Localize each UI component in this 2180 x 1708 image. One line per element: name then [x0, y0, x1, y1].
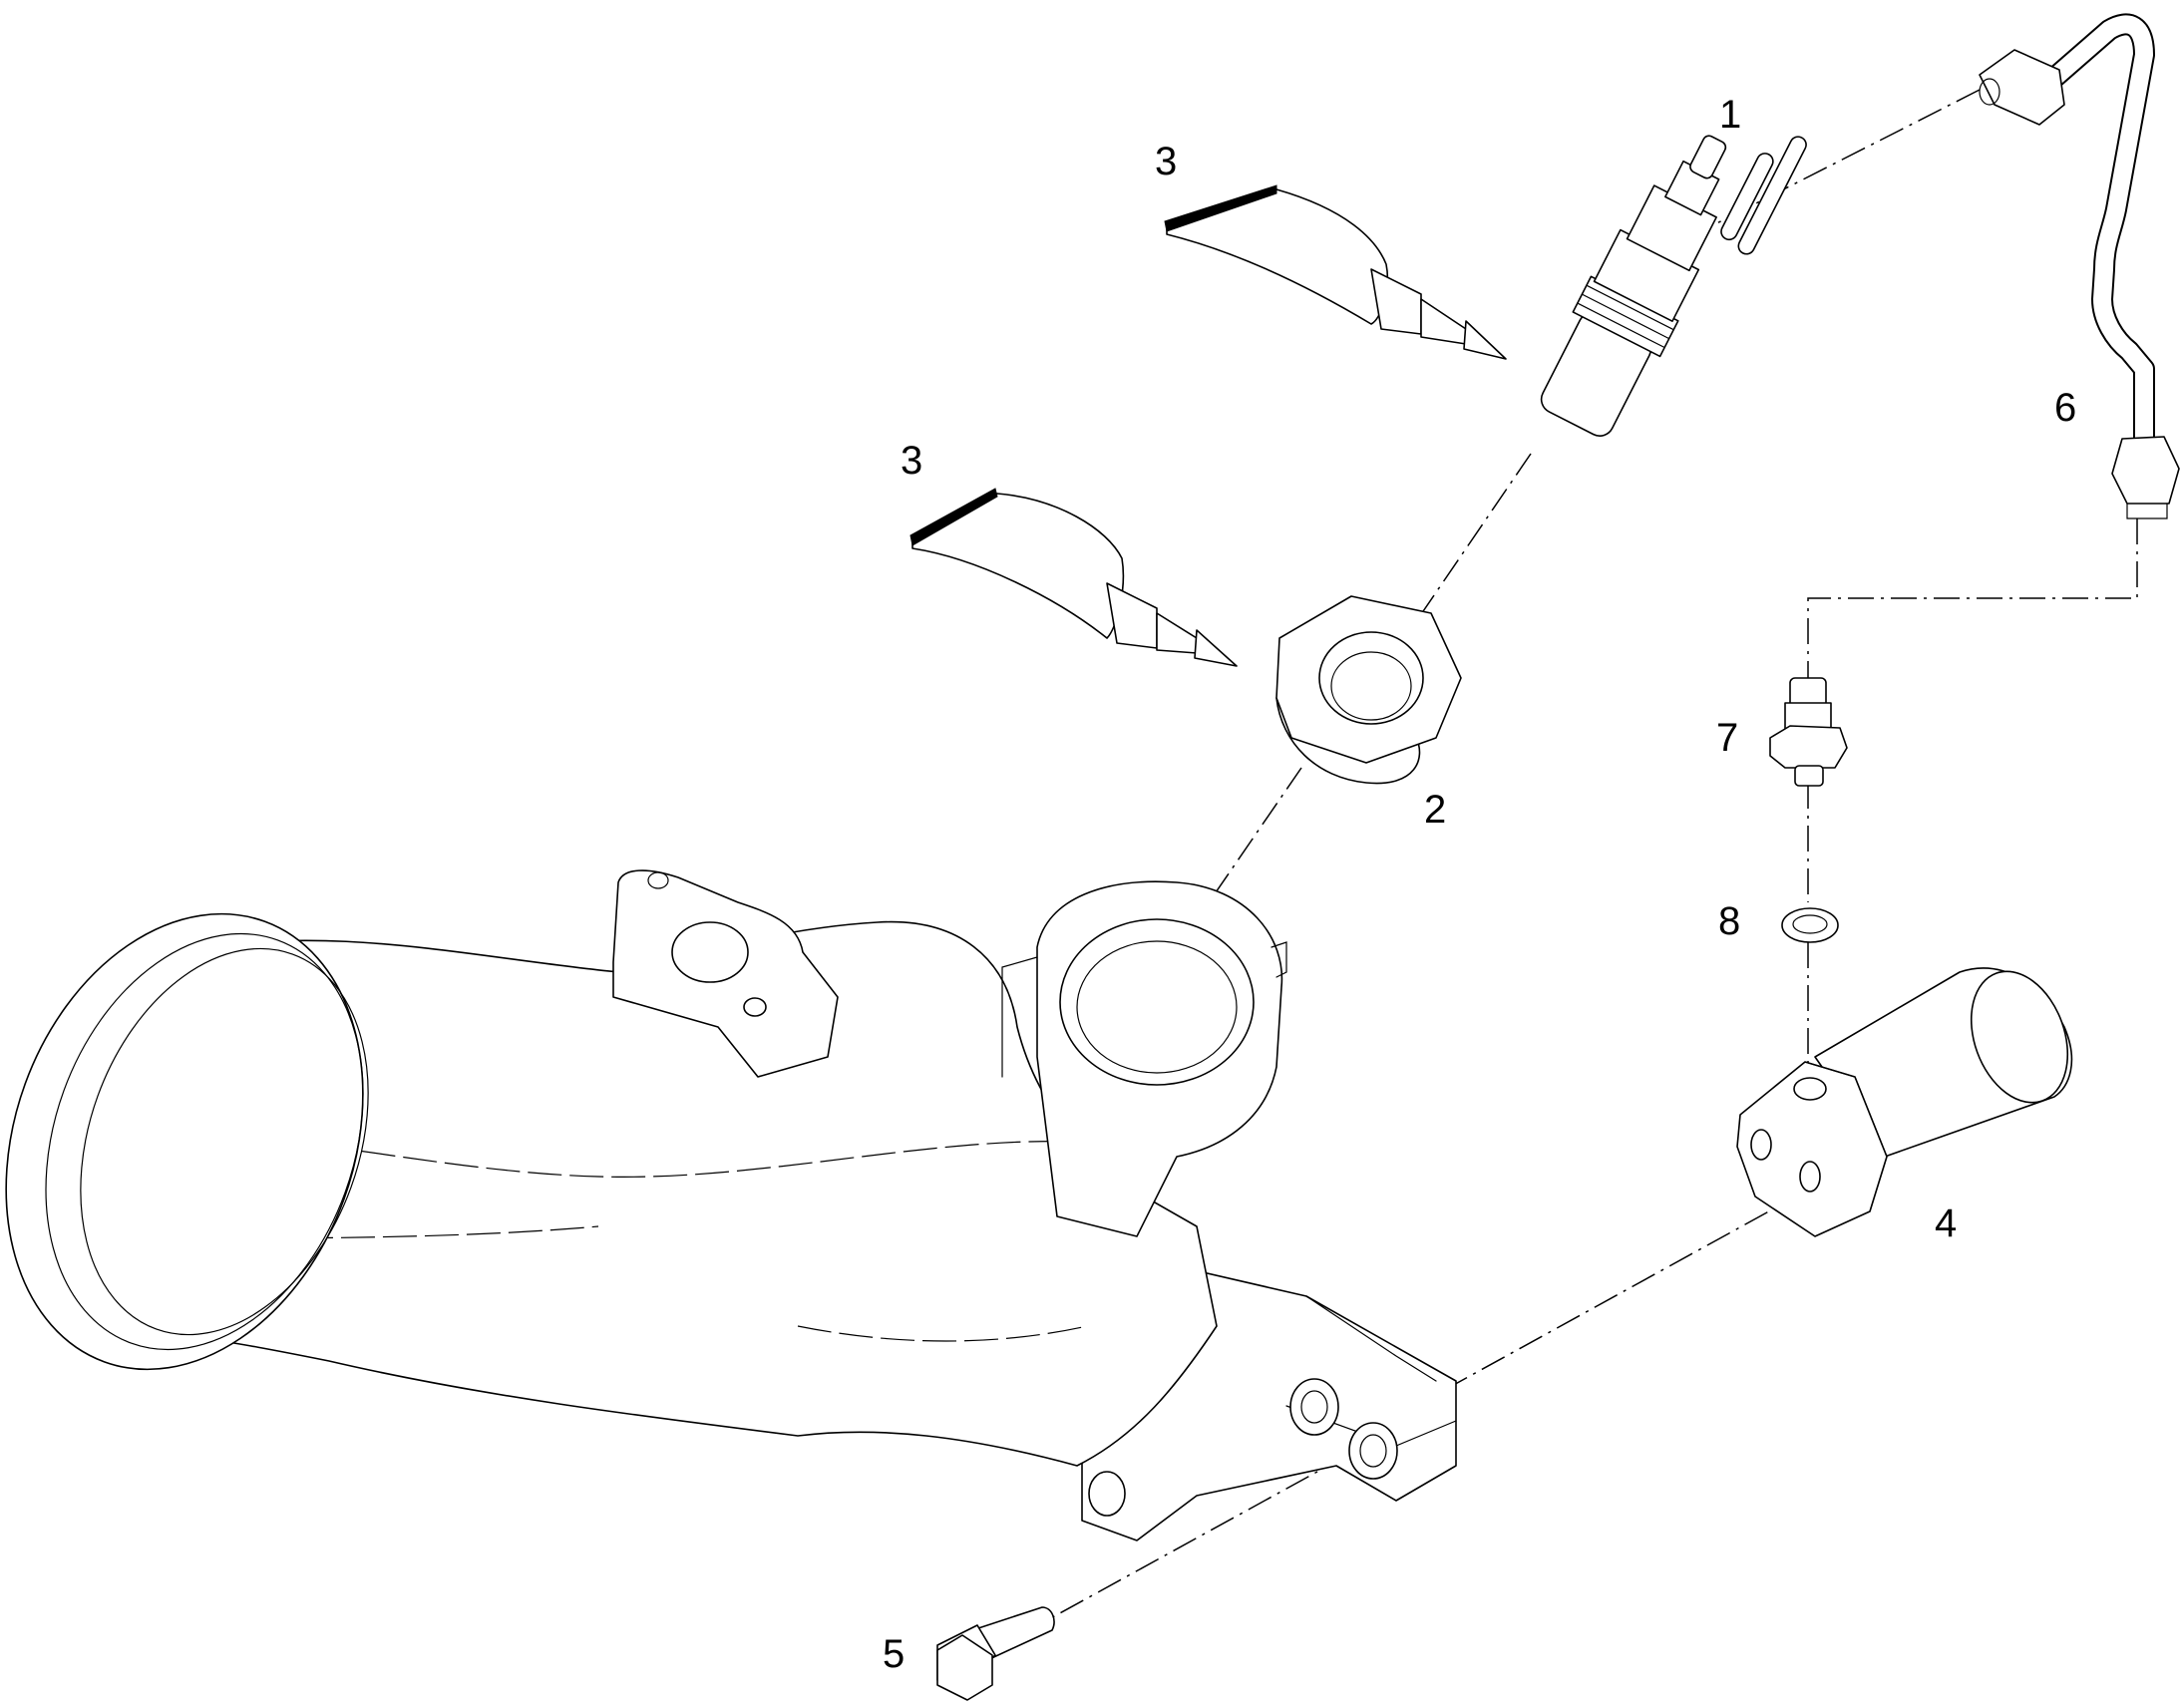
- bracket-bolt-hole: [1088, 1471, 1126, 1517]
- callout-8: 8: [1718, 899, 1740, 943]
- tube-nozzle: [1420, 298, 1467, 345]
- part-7-fitting: [1769, 677, 1848, 787]
- block-end-face: [1970, 970, 2069, 1104]
- bracket-bolt-hole: [1348, 1422, 1398, 1480]
- sensor-pin: [1720, 153, 1774, 241]
- tube-shoulder: [1106, 582, 1158, 649]
- tube-nozzle-tip: [1463, 320, 1507, 360]
- leader-line-tube-to-fitting: [1807, 518, 2138, 688]
- tube-nut-upper: [1979, 49, 2065, 126]
- leader-line-adapter-to-housing: [1136, 767, 1302, 1008]
- housing-sensor-bore: [1059, 918, 1255, 1086]
- tube-crimp-end: [909, 488, 998, 546]
- leader-line-bracket-to-bolt: [1046, 1455, 1347, 1621]
- callout-2: 2: [1424, 788, 1446, 832]
- part-4-sensor-block: [1736, 967, 2073, 1237]
- callout-3a: 3: [1155, 140, 1177, 183]
- block-side-port: [1750, 1129, 1772, 1161]
- part-2-adapter-nut: [1275, 595, 1462, 785]
- callout-labels: 1 2 3 3 4 5 6 7 8: [883, 93, 2076, 1676]
- washer-inner: [1792, 914, 1828, 934]
- callout-5: 5: [883, 1632, 905, 1676]
- callout-3b: 3: [901, 439, 922, 483]
- mounting-pad-hole: [743, 997, 767, 1017]
- part-6-formed-tube: [1979, 13, 2180, 519]
- tube-nozzle-tip: [1194, 629, 1238, 667]
- intake-housing: [5, 869, 1457, 1541]
- bracket-bolt-hole: [1289, 1378, 1339, 1436]
- adapter-bore: [1318, 631, 1424, 725]
- part-3-sealant-tube-lower: [909, 488, 1238, 667]
- fitting-bottom-stub: [1794, 765, 1824, 787]
- washer-outer: [1781, 907, 1839, 943]
- tube-shoulder: [1370, 268, 1422, 335]
- part-1-sensor: [1540, 135, 1807, 437]
- tube-crimp-end: [1164, 184, 1277, 232]
- bolt-shank: [971, 1606, 1055, 1661]
- callout-1: 1: [1719, 93, 1741, 137]
- bolt-hex-head: [936, 1634, 993, 1701]
- block-side-port: [1799, 1161, 1821, 1193]
- sensor-pin: [1737, 136, 1807, 255]
- callout-6: 6: [2054, 386, 2076, 430]
- tube-nut-lower: [2111, 436, 2180, 505]
- sensor-terminal: [1689, 135, 1727, 179]
- tube-line-inner: [2045, 15, 2153, 478]
- block-fitting-port: [1793, 1077, 1827, 1101]
- callout-7: 7: [1716, 716, 1738, 760]
- part-5-hex-bolt: [936, 1606, 1055, 1701]
- fitting-hex: [1769, 725, 1848, 769]
- mounting-pad-hole: [671, 921, 749, 983]
- part-8-washer: [1781, 907, 1839, 943]
- part-3-sealant-tube-upper: [1164, 184, 1507, 360]
- tube-nozzle: [1156, 612, 1198, 654]
- callout-4: 4: [1935, 1201, 1957, 1245]
